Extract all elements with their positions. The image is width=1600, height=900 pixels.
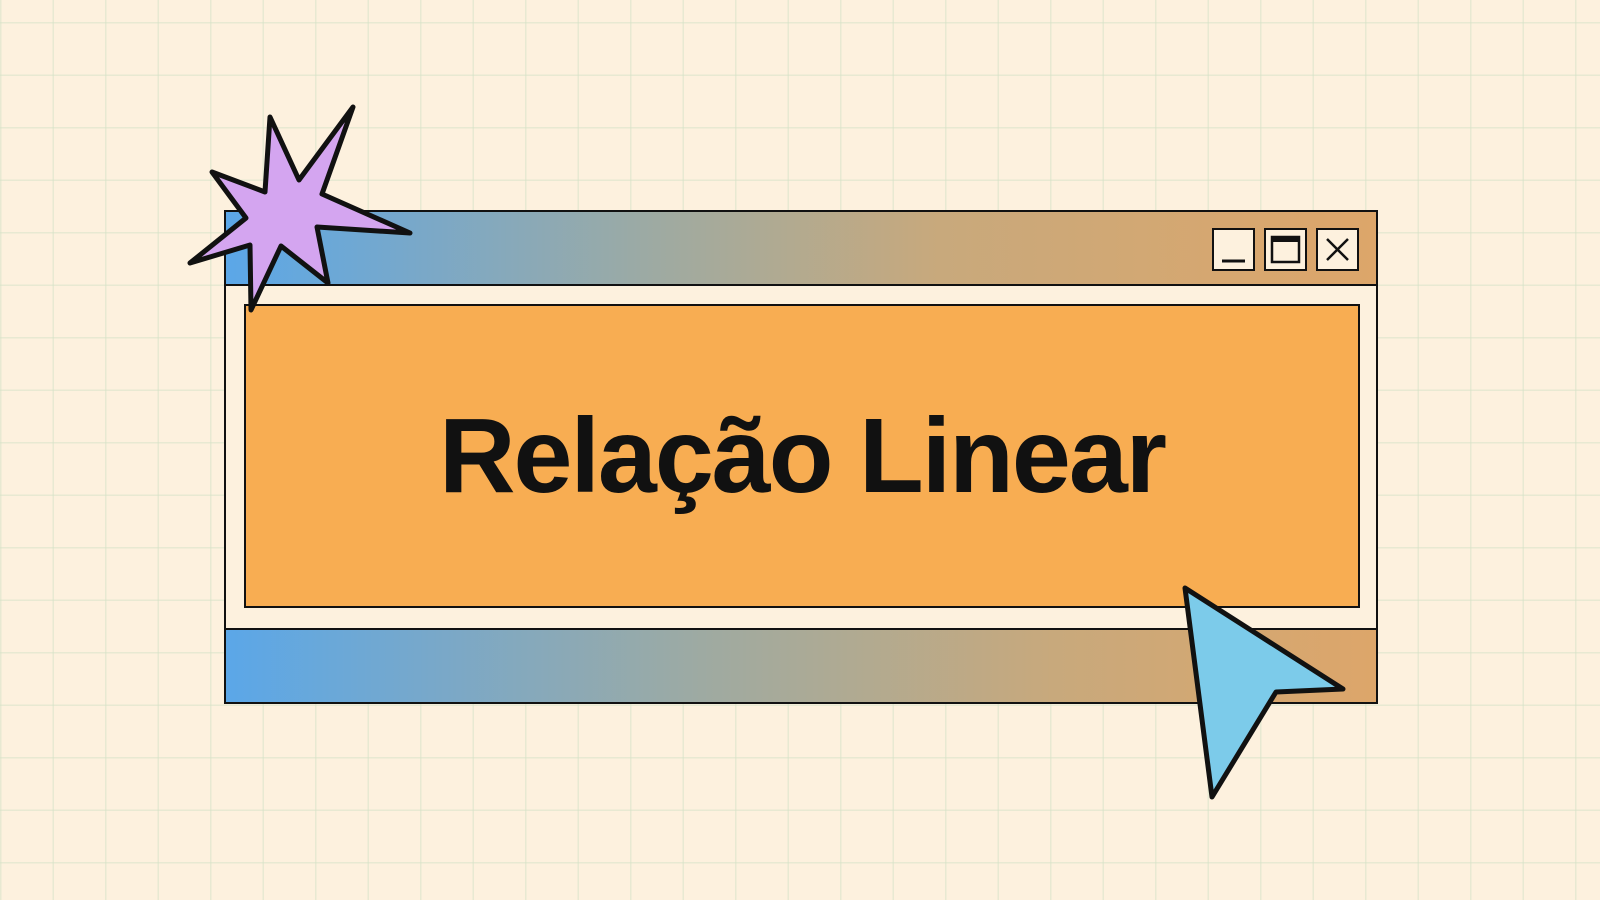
title-panel: Relação Linear: [244, 304, 1360, 608]
close-button[interactable]: [1316, 228, 1359, 271]
maximize-button[interactable]: [1264, 228, 1307, 271]
page-title: Relação Linear: [438, 397, 1167, 515]
close-icon: [1326, 238, 1349, 261]
app-window: Relação Linear: [224, 210, 1378, 704]
minimize-button[interactable]: [1212, 228, 1255, 271]
window-bottombar: [226, 628, 1376, 702]
maximize-icon: [1270, 235, 1301, 264]
minimize-icon: [1222, 259, 1245, 263]
window-titlebar[interactable]: [226, 212, 1376, 286]
